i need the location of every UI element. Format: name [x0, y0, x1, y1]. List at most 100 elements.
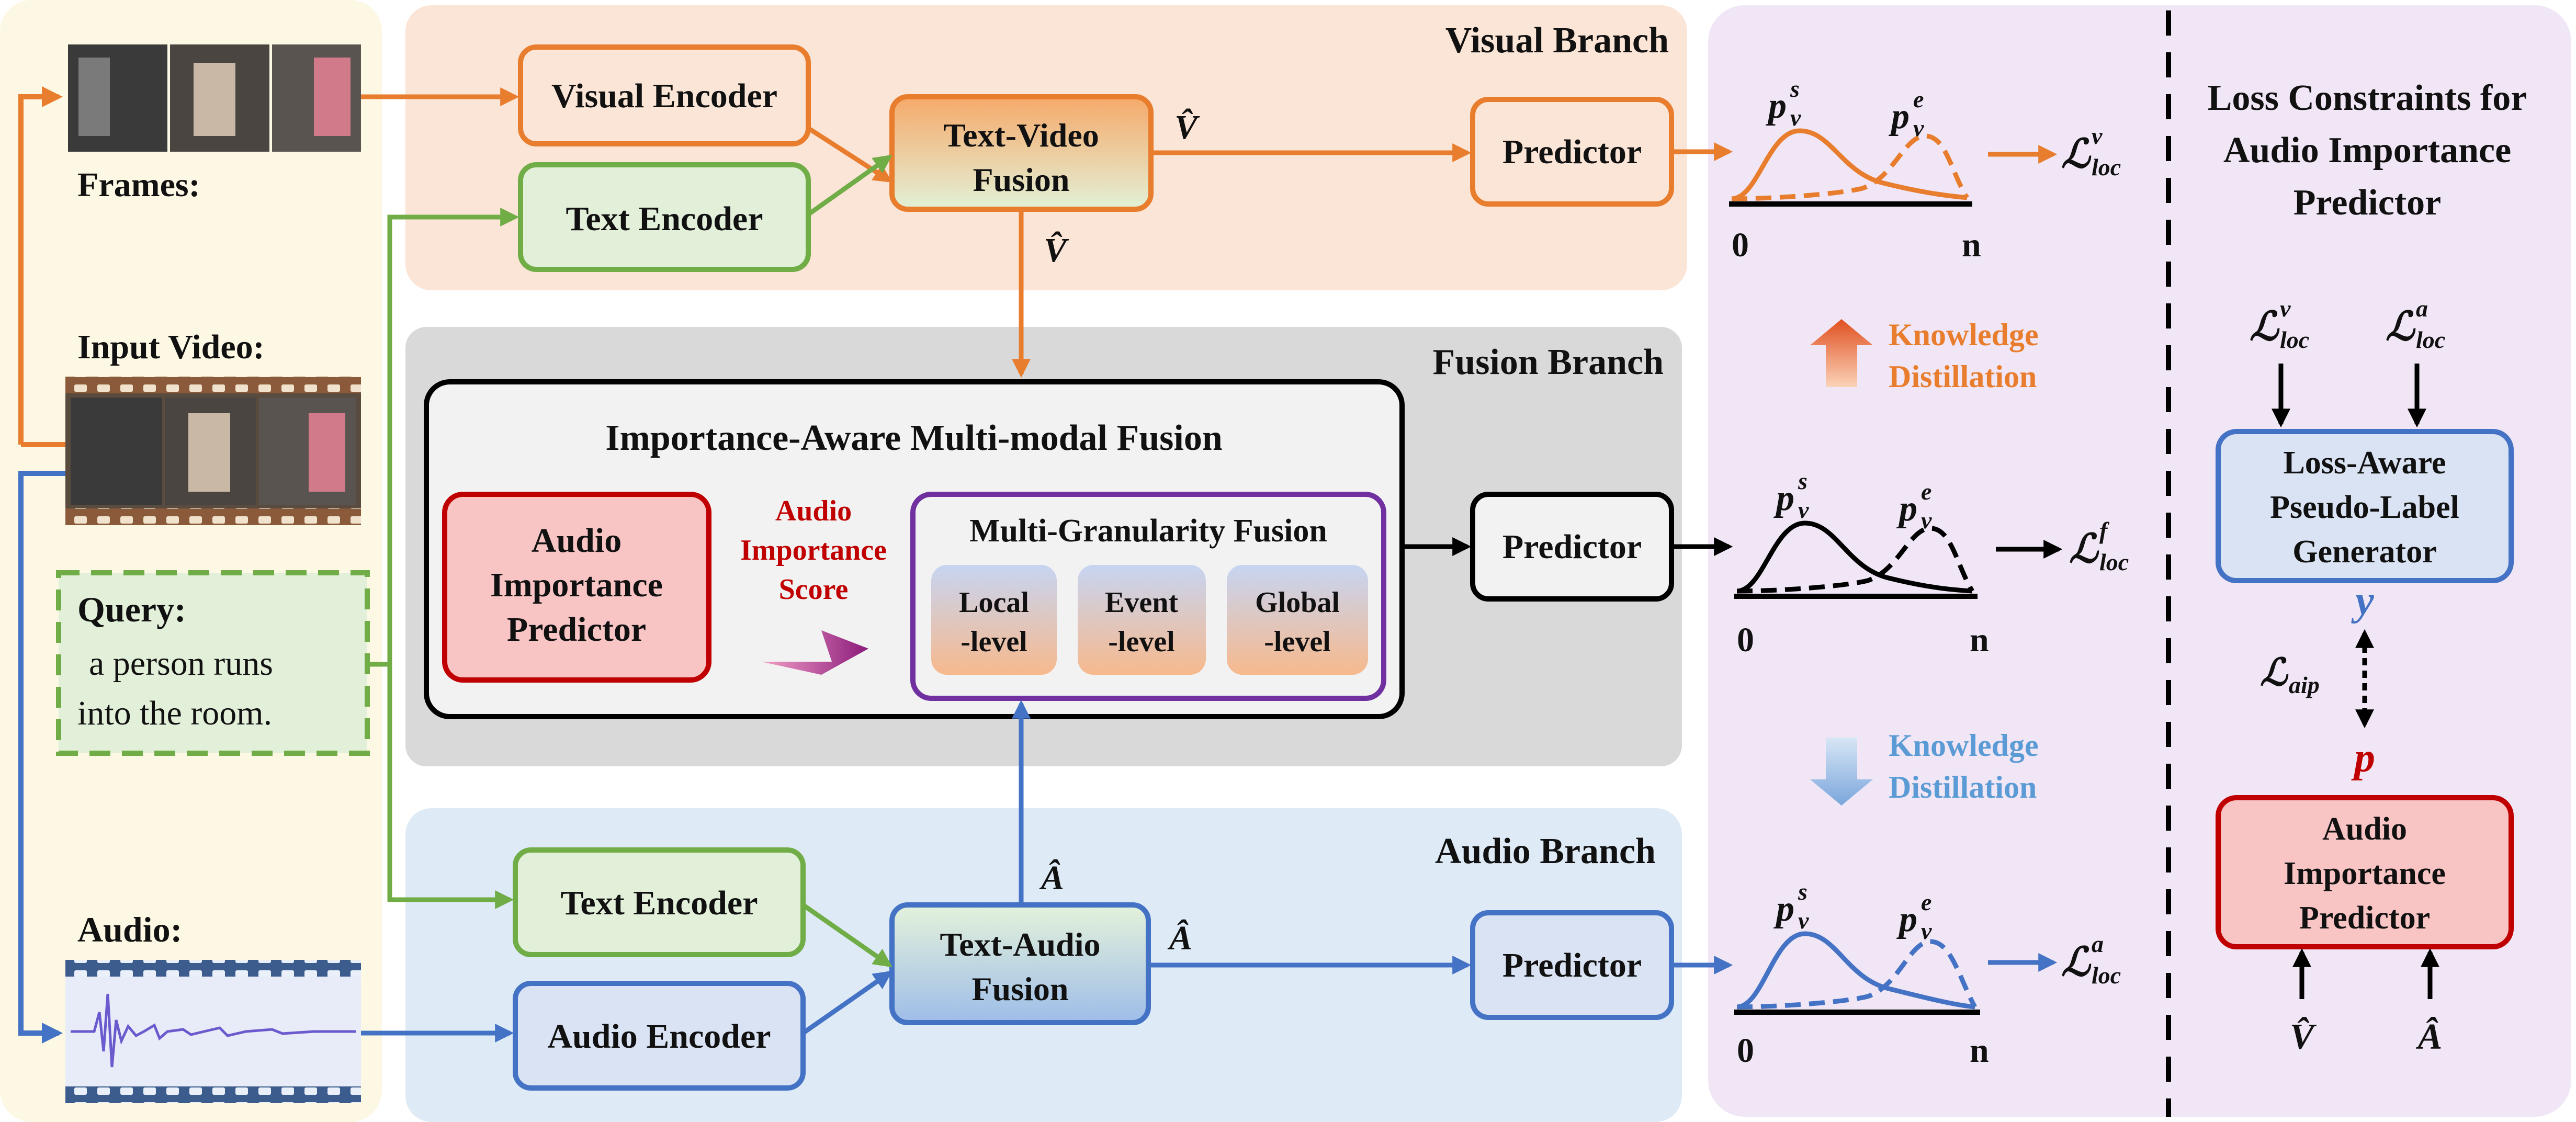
- visual-distribution: p s v p e v 0 n: [1729, 75, 1981, 264]
- visual-pe-sup: e: [1913, 86, 1924, 112]
- audio-ps-sub: v: [1798, 907, 1809, 934]
- query-text-line2: into the room.: [77, 694, 272, 732]
- mgf-title: Multi-Granularity Fusion: [969, 513, 1327, 549]
- global-level-line2: -level: [1264, 626, 1330, 658]
- svg-text:ℒ: ℒ: [2061, 132, 2092, 176]
- audio-distribution: p s v p e v 0 n: [1734, 878, 1989, 1070]
- loss-panel-title-line2: Audio Importance: [2223, 130, 2511, 171]
- audio-branch-title: Audio Branch: [1435, 831, 1656, 871]
- v-hat-label-right: V̂: [1174, 108, 1200, 146]
- panel-loss-audio: ℒ a loc: [2386, 295, 2445, 353]
- visual-pe-symbol: p: [1889, 96, 1910, 137]
- fusion-aip-line1: Audio: [532, 522, 622, 560]
- audio-label: Audio:: [77, 910, 182, 949]
- fusion-ps-sup: s: [1798, 468, 1807, 494]
- fusion-predictor-box: Predictor: [1470, 492, 1674, 602]
- a-hat-label-up: Â: [1039, 859, 1064, 897]
- kd-down-line1: Knowledge: [1889, 728, 2039, 763]
- a-hat-label-right: Â: [1167, 919, 1192, 957]
- fusion-aip-line3: Predictor: [507, 610, 646, 649]
- loss-panel-title-line3: Predictor: [2293, 183, 2441, 223]
- predicted-score-p: p: [2351, 735, 2375, 781]
- audio-importance-score-line3: Score: [779, 573, 849, 606]
- audio-encoder-box: Audio Encoder: [513, 981, 806, 1091]
- text-video-fusion-line2: Fusion: [973, 161, 1070, 198]
- svg-text:f: f: [2099, 517, 2110, 544]
- audio-ps-sup: s: [1798, 878, 1807, 905]
- panel-loss-visual: ℒ v loc: [2250, 295, 2309, 353]
- kd-up-line1: Knowledge: [1889, 318, 2039, 352]
- svg-text:loc: loc: [2092, 154, 2121, 180]
- local-level-line2: -level: [961, 626, 1027, 658]
- text-encoder-to-fusion-arrow: [807, 154, 892, 217]
- visual-loss: ℒ v loc: [2061, 122, 2121, 180]
- visual-ps-symbol: p: [1766, 86, 1787, 126]
- global-level-box: Global -level: [1227, 565, 1368, 675]
- query-to-text-encoders-arrow: [367, 208, 519, 667]
- visual-predictor-box: Predictor: [1470, 97, 1674, 207]
- visual-ps-sup: s: [1790, 75, 1800, 102]
- visual-encoder-label: Visual Encoder: [551, 77, 777, 115]
- text-audio-fusion-box: Text-Audio Fusion: [889, 902, 1151, 1025]
- visual-predictor-label: Predictor: [1502, 133, 1642, 171]
- generator-line1: Loss-Aware: [2283, 445, 2446, 481]
- fusion-axis-start: 0: [1737, 621, 1754, 659]
- svg-text:ℒ: ℒ: [2386, 305, 2416, 349]
- kd-up-arrow-icon: [1810, 319, 1873, 387]
- audio-encoder-to-fusion-arrow: [801, 970, 892, 1035]
- visual-pe-sub: v: [1913, 115, 1924, 141]
- fusion-pe-symbol: p: [1896, 489, 1917, 529]
- panel-aip-box: Audio Importance Predictor: [2216, 795, 2514, 949]
- audio-axis-start: 0: [1737, 1032, 1754, 1070]
- audio-predictor-label: Predictor: [1502, 946, 1642, 984]
- text-audio-fusion-line1: Text-Audio: [940, 926, 1100, 963]
- event-level-line2: -level: [1108, 626, 1174, 658]
- audio-encoder-label: Audio Encoder: [547, 1017, 771, 1056]
- visual-axis-start: 0: [1732, 226, 1749, 264]
- visual-branch-title: Visual Branch: [1445, 20, 1669, 61]
- fusion-pe-sub: v: [1921, 507, 1932, 534]
- audio-input-arrow: [18, 471, 65, 1044]
- audio-importance-score-arrow: [761, 630, 868, 675]
- kd-up: Knowledge Distillation: [1810, 318, 2039, 394]
- query-label: Query:: [77, 590, 186, 629]
- audio-ps-symbol: p: [1773, 889, 1794, 929]
- event-level-line1: Event: [1105, 586, 1178, 619]
- panel-v-hat: V̂: [2290, 1017, 2317, 1057]
- panel-a-hat: Â: [2416, 1017, 2443, 1057]
- fusion-pe-sup: e: [1921, 478, 1931, 505]
- svg-text:ℒ: ℒ: [2061, 940, 2092, 984]
- frames-label: Frames:: [77, 166, 200, 204]
- svg-text:a: a: [2092, 931, 2104, 957]
- audio-pe-sub: v: [1921, 917, 1932, 944]
- text-video-fusion-line1: Text-Video: [943, 117, 1099, 154]
- audio-pe-symbol: p: [1896, 899, 1917, 939]
- fusion-aip-line2: Importance: [490, 566, 663, 604]
- frames-arrow: [18, 86, 63, 445]
- kd-down-arrow-icon: [1810, 738, 1873, 806]
- fusion-axis-end: n: [1970, 621, 1989, 659]
- kd-up-line2: Distillation: [1889, 359, 2037, 394]
- local-level-line1: Local: [959, 586, 1029, 619]
- input-panel-bg: [0, 0, 382, 1122]
- visual-encoder-box: Visual Encoder: [518, 44, 811, 146]
- panel-aip-line1: Audio: [2322, 811, 2407, 847]
- svg-text:ℒ: ℒ: [2069, 527, 2099, 571]
- fusion-ps-symbol: p: [1773, 478, 1794, 518]
- svg-text:v: v: [2092, 122, 2103, 149]
- audio-predictor-box: Predictor: [1470, 910, 1674, 1020]
- generator-line2: Pseudo-Label: [2270, 490, 2459, 525]
- visual-axis-end: n: [1962, 226, 1981, 264]
- visual-text-encoder-box: Text Encoder: [518, 162, 811, 272]
- query-box: Query: a person runs into the room.: [56, 570, 370, 756]
- visual-text-encoder-label: Text Encoder: [566, 200, 763, 238]
- iamf-title: Importance-Aware Multi-modal Fusion: [605, 418, 1223, 458]
- local-level-box: Local -level: [931, 565, 1057, 675]
- audio-importance-score-line1: Audio: [775, 495, 852, 527]
- panel-aip-line2: Importance: [2284, 856, 2446, 891]
- fusion-branch-title: Fusion Branch: [1433, 342, 1664, 382]
- audio-importance-score-line2: Importance: [740, 534, 887, 566]
- input-video-filmstrip: [65, 377, 361, 525]
- svg-text:ℒ: ℒ: [2260, 652, 2289, 694]
